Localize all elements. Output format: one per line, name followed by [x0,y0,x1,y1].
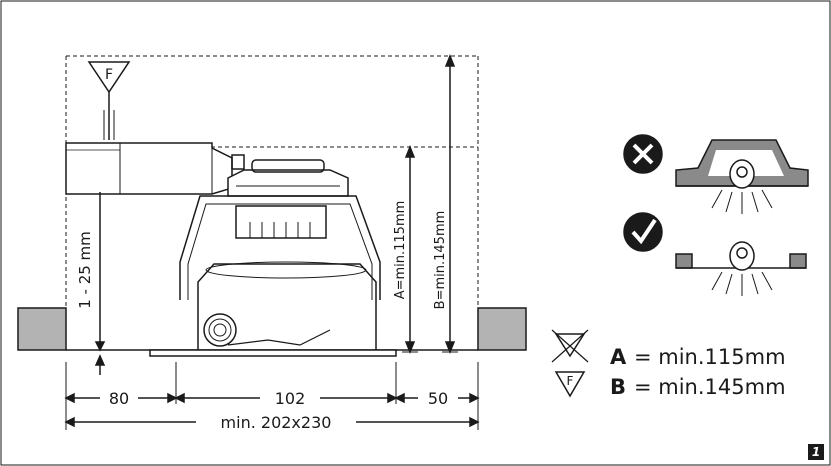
dimension-b-label: B=min.145mm [433,211,448,310]
dimension-50-label: 50 [428,389,448,408]
recess-range-label: 1 - 25 mm [76,231,94,309]
svg-text:F: F [567,374,574,388]
dimension-a-line [402,144,418,355]
legend-b-text: = min.145mm [634,375,786,399]
driver-box [65,142,245,195]
dimension-total-label: min. 202x230 [221,413,332,432]
legend-a-text: = min.115mm [634,345,786,369]
fire-rating-icon: F [554,371,586,398]
dimension-b-line [442,53,458,355]
insulation-incorrect-example [623,134,809,214]
dimension-a-label: A=min.115mm [393,201,408,300]
recess-dimension [94,192,106,375]
dimension-102-label: 102 [275,389,306,408]
figure-number-badge: 1 [808,444,824,460]
svg-text:F: F [105,67,113,83]
no-fire-rating-icon [551,329,589,363]
width-dimensions [64,362,480,430]
dimension-80-label: 80 [109,389,129,408]
downlight-fixture [149,159,397,357]
check-circle-icon [623,212,663,252]
ceiling-board-left [17,307,67,351]
legend-a-key: A [610,345,627,369]
ceiling-board-right [477,307,527,351]
insulation-correct-example [623,212,807,296]
fire-rating-flag-icon: F [87,61,131,140]
clearance-envelope [65,55,479,308]
legend-b-key: B [610,375,626,399]
